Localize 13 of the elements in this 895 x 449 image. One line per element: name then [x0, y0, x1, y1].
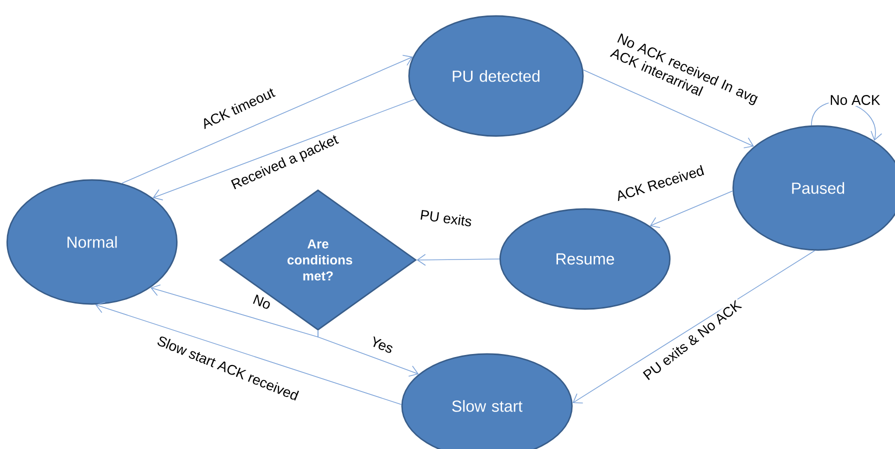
edge-label: No ACK [828, 94, 882, 106]
arrow [416, 254, 500, 266]
edge-label: No [250, 292, 274, 312]
edge-label: Yes [368, 334, 396, 356]
arrow [572, 250, 816, 404]
arrow [650, 190, 733, 228]
edge-label: PU exits [418, 208, 474, 228]
arrow [95, 302, 402, 405]
arrow [318, 330, 419, 377]
arrow [122, 54, 413, 184]
arrow [150, 284, 318, 338]
arrow [582, 70, 754, 148]
arrow [152, 98, 416, 200]
